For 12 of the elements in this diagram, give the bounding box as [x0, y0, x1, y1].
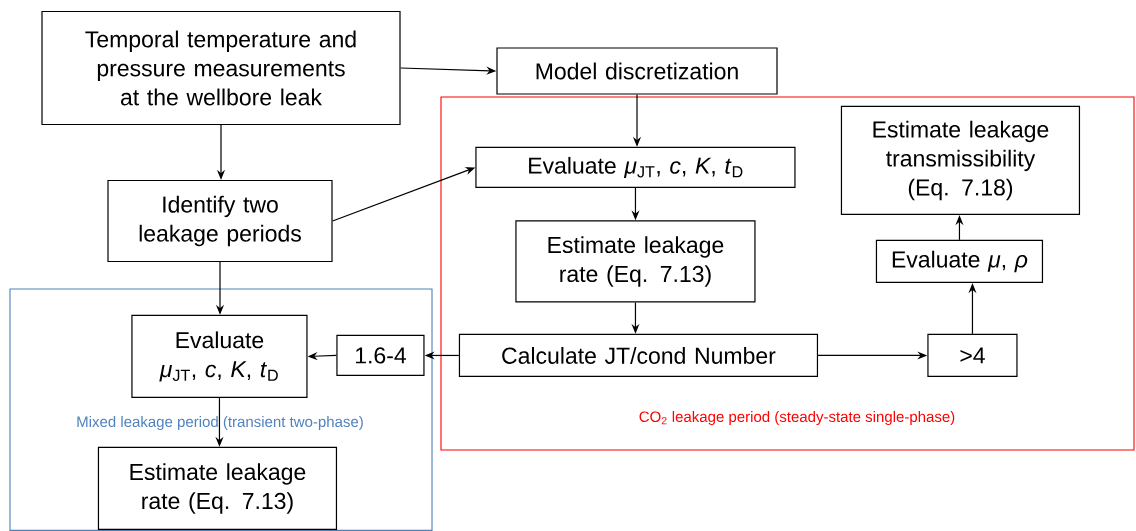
process-box: Model discretization	[496, 47, 778, 95]
process-box: Estimate leakage rate (Eq. 7.13)	[97, 446, 338, 531]
process-box: Evaluate μ$_{JT}$, c, K, t$_{D}$	[131, 314, 308, 399]
process-box: Identify two leakage periods	[107, 179, 333, 263]
process-box: Calculate JT/cond Number	[458, 333, 819, 378]
process-box: Temporal temperature and pressure measurements at the wellbore leak	[41, 10, 401, 126]
process-box: 1.6-4	[336, 334, 425, 377]
process-box: Estimate leakage transmissibility (Eq. 7.18)	[840, 105, 1081, 216]
process-box: Estimate leakage rate (Eq. 7.13)	[515, 220, 756, 303]
process-box: Evaluate μ, ρ	[875, 239, 1044, 284]
process-box: >4	[927, 333, 1018, 378]
process-box: Evaluate μ$_{JT}$, c, K, t$_{D}$	[475, 146, 796, 189]
